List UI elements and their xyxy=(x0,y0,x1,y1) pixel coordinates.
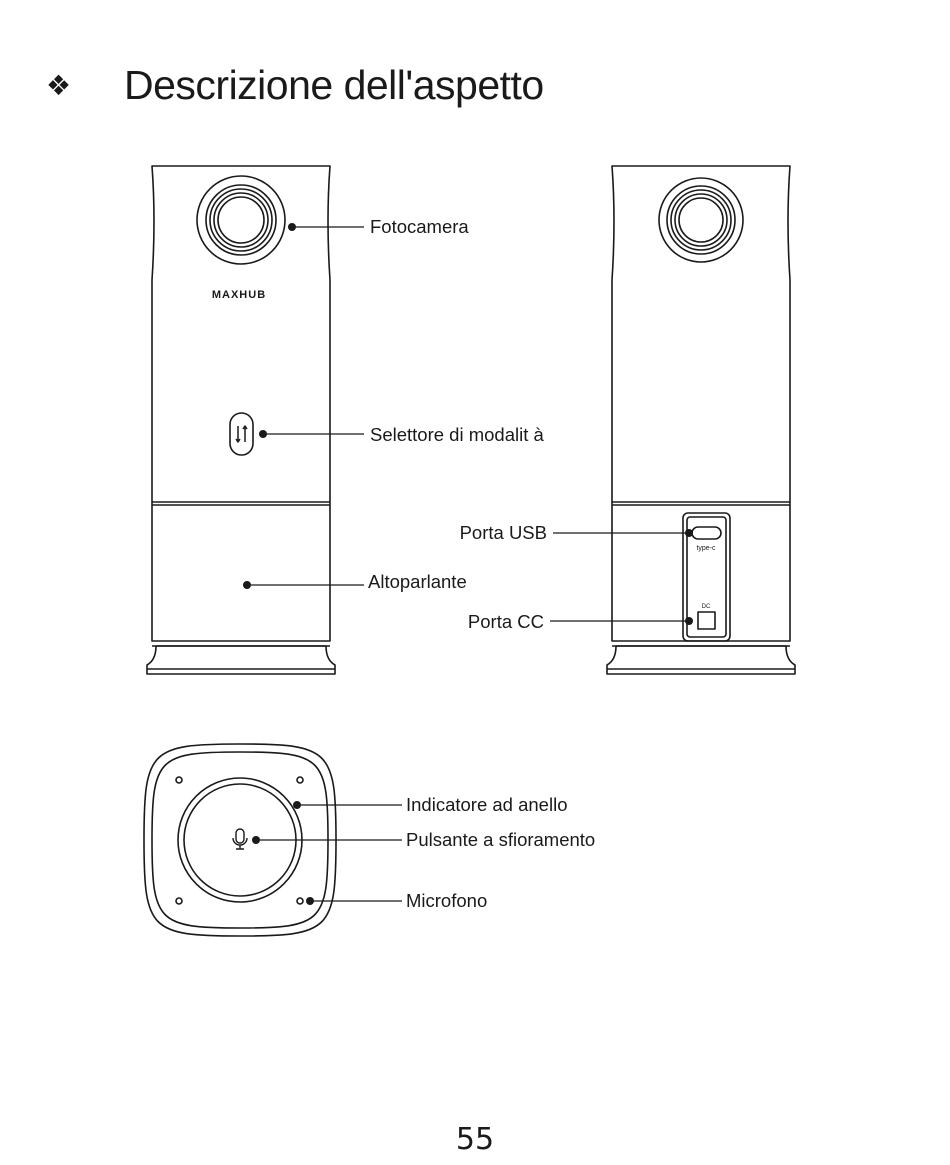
back-body-outline xyxy=(611,165,791,642)
page-title: Descrizione dell'aspetto xyxy=(124,62,544,108)
bottom-outline-inner xyxy=(151,751,329,929)
front-view xyxy=(146,165,336,675)
back-view xyxy=(606,165,796,675)
leader-lines xyxy=(247,226,689,902)
mode-selector-switch xyxy=(229,412,254,456)
back-base xyxy=(606,645,796,675)
callout-mode-selector: Selettore di modalit à xyxy=(370,424,545,445)
callout-ring-indicator: Indicatore ad anello xyxy=(406,794,567,815)
dc-port-marking: DC xyxy=(702,604,711,610)
bottom-outline-outer xyxy=(143,743,337,937)
callout-usb-port: Porta USB xyxy=(460,522,547,543)
port-panel-outer xyxy=(682,512,731,642)
callout-camera: Fotocamera xyxy=(370,216,469,237)
mic-hole xyxy=(175,897,183,905)
mic-hole xyxy=(296,897,304,905)
microphone-icon xyxy=(232,828,248,850)
callout-touch-button: Pulsante a sfioramento xyxy=(406,829,595,850)
usb-port-marking: type-c xyxy=(696,545,716,552)
usb-c-port xyxy=(691,526,722,540)
leader-dots xyxy=(243,223,693,905)
dc-port xyxy=(697,611,716,630)
mic-hole xyxy=(175,776,183,784)
front-camera-lens xyxy=(196,175,286,265)
mic-hole xyxy=(296,776,304,784)
front-body-outline xyxy=(151,165,331,642)
back-camera-lens xyxy=(658,177,744,263)
four-diamond-bullet-icon: ❖ xyxy=(46,68,72,102)
port-panel-inner xyxy=(686,516,727,638)
callout-speaker: Altoparlante xyxy=(368,571,467,592)
callout-dc-port: Porta CC xyxy=(468,611,544,632)
front-base xyxy=(146,645,336,675)
section-heading: ❖ Descrizione dell'aspetto xyxy=(46,62,544,109)
brand-logo: MAXHUB xyxy=(212,289,266,301)
page-number: 55 xyxy=(455,1122,495,1157)
callout-microphone: Microfono xyxy=(406,890,487,911)
mode-switch-icon xyxy=(235,425,248,443)
